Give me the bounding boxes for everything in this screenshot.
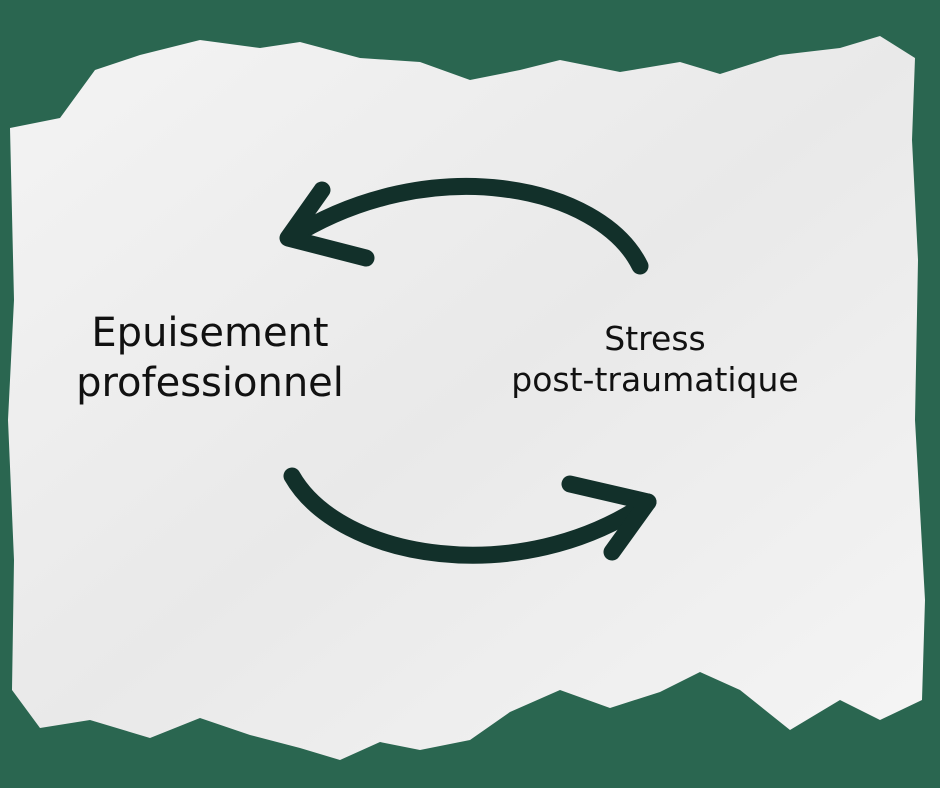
right-node-line1: Stress	[604, 319, 706, 358]
right-node-line2: post-traumatique	[511, 360, 799, 400]
arrow-bottom-head	[561, 475, 657, 561]
arrow-top	[281, 178, 649, 275]
left-node-line1: Epuisement	[91, 310, 329, 356]
arrow-top-head	[279, 181, 375, 267]
torn-paper	[8, 36, 925, 760]
node-epuisement-professionnel: Epuisement professionnel	[40, 308, 380, 408]
node-stress-post-traumatique: Stress post-traumatique	[470, 318, 840, 401]
left-node-line2: professionnel	[76, 360, 344, 406]
arrow-bottom	[283, 467, 657, 564]
